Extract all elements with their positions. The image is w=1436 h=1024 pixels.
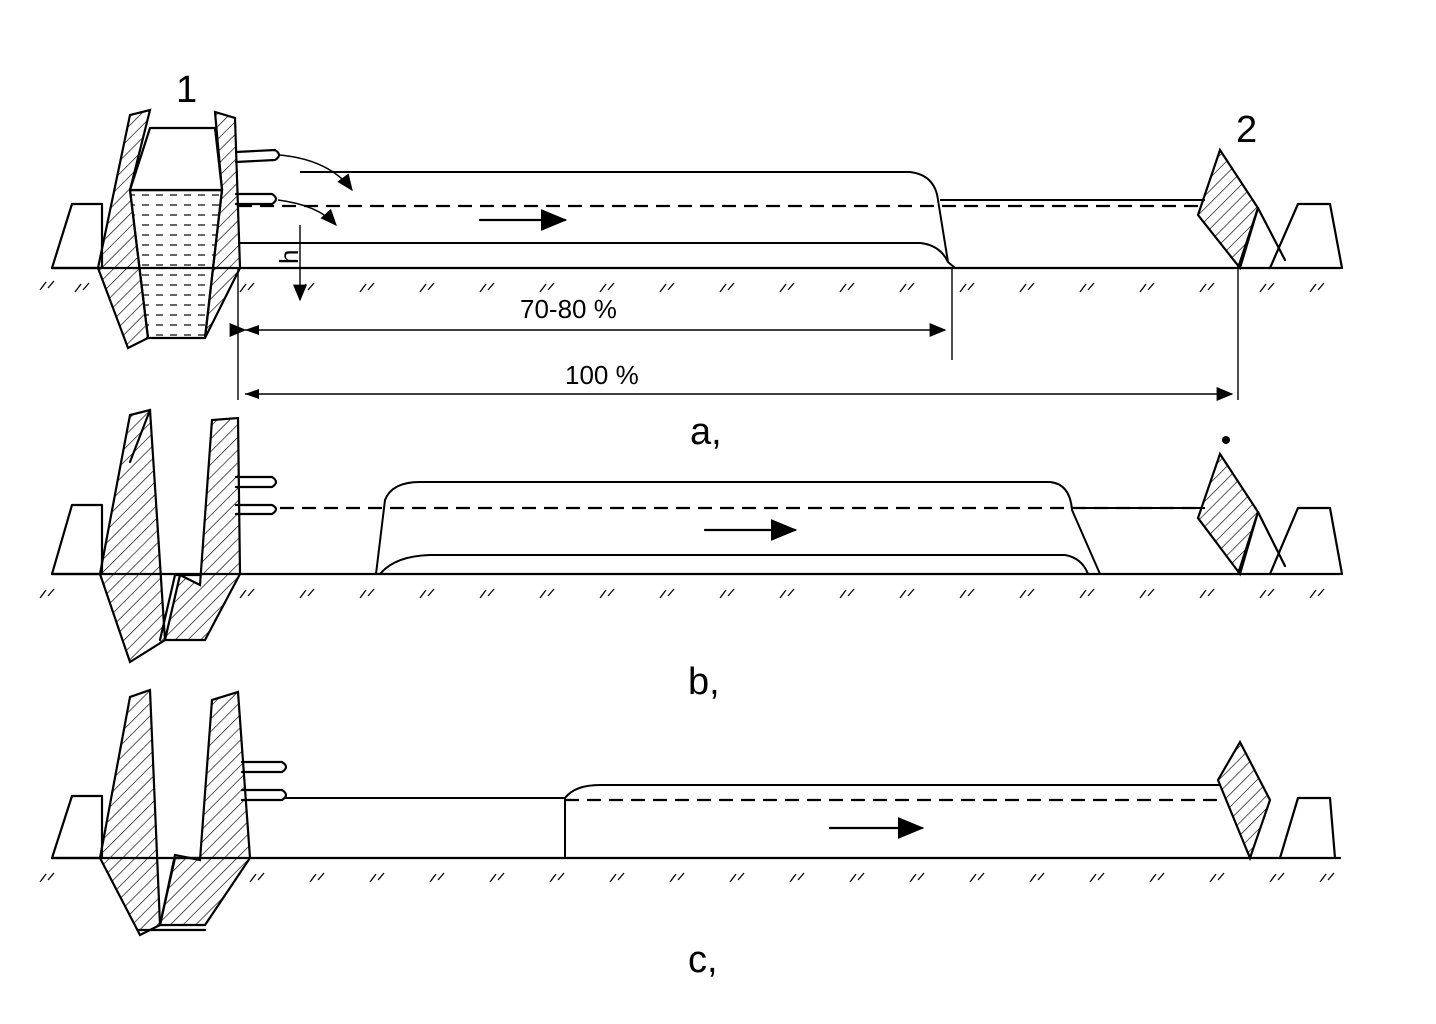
panel-label-c: c,	[688, 939, 718, 981]
dimension-70-80: 70-80 %	[520, 294, 617, 324]
panel-c-drawing	[39, 688, 1342, 937]
label-2: 2	[1236, 109, 1257, 151]
dimension-100: 100 %	[565, 360, 639, 390]
panel-label-b: b,	[688, 661, 720, 703]
label-h: h	[274, 250, 304, 264]
panel-b-drawing	[39, 408, 1344, 664]
label-1: 1	[176, 69, 197, 111]
panel-a-drawing	[39, 108, 1344, 401]
panel-label-a: a,	[690, 411, 722, 453]
